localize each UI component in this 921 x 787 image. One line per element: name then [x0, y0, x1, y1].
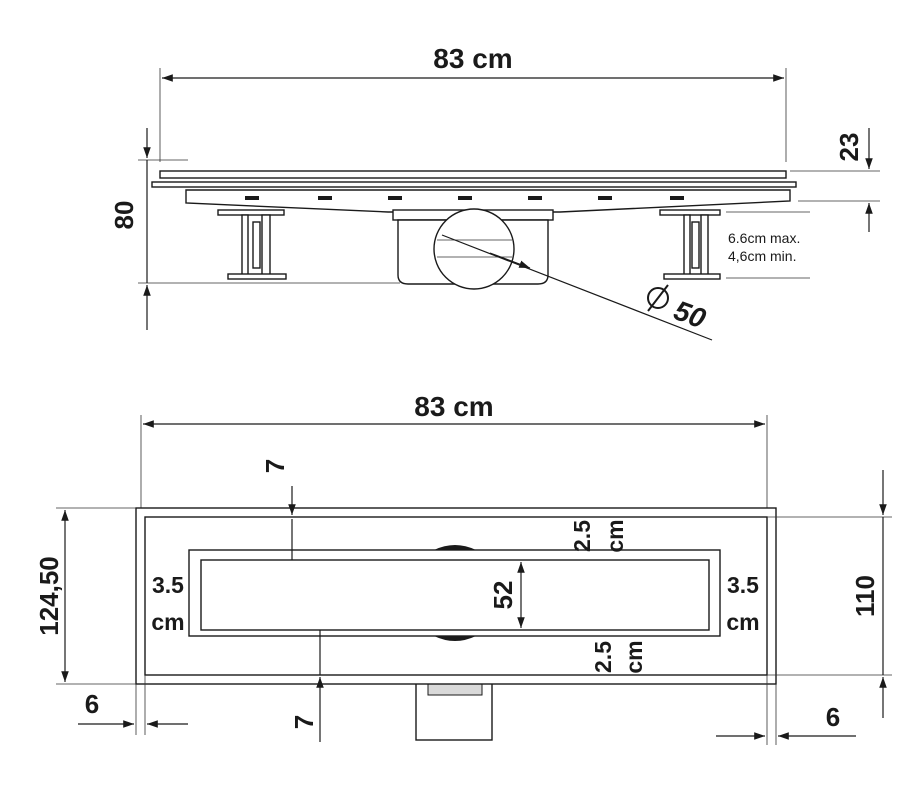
- right-margin-value: 3.5: [727, 572, 759, 598]
- left-margin-value: 3.5: [152, 572, 184, 598]
- top-view: 83 cm 7 7 52 3.5 cm 3.5 cm: [34, 391, 892, 745]
- leg-min-label: 4,6cm min.: [728, 248, 796, 264]
- right-margin-unit: cm: [726, 609, 759, 635]
- side-length-label: 83 cm: [433, 43, 512, 74]
- gap-top-label: 7: [260, 459, 290, 473]
- top-outlet: [415, 677, 493, 741]
- outlet-diameter-label: 50: [670, 295, 710, 335]
- inner-height-label: 110: [850, 575, 880, 617]
- top-offset-value: 2.5: [569, 520, 595, 552]
- outlet-diameter-leader: [441, 234, 713, 341]
- gap-bottom-label: 7: [289, 715, 319, 729]
- top-length-label: 83 cm: [414, 391, 493, 422]
- bottom-offset-unit: cm: [621, 640, 647, 673]
- grate-thickness-label: 23: [834, 133, 864, 162]
- outlet-pipe-circle: [433, 208, 515, 290]
- right-adjustable-leg: [659, 209, 721, 280]
- drain-flange: [151, 181, 797, 188]
- left-adjustable-leg: [217, 209, 287, 280]
- grate-plate: [159, 170, 787, 179]
- diameter-symbol-icon: [647, 284, 669, 312]
- left-edge-label: 6: [85, 689, 99, 719]
- height-label: 80: [109, 201, 139, 230]
- top-offset-unit: cm: [602, 519, 628, 552]
- leg-max-label: 6.6cm max.: [728, 230, 800, 246]
- side-view: 83 cm: [109, 43, 880, 341]
- bottom-offset-value: 2.5: [590, 641, 616, 673]
- outer-height-label: 124,50: [34, 556, 64, 636]
- drain-outlet: [392, 208, 554, 290]
- slot-inner: [200, 559, 710, 631]
- right-edge-label: 6: [826, 702, 840, 732]
- channel-bolts: [245, 196, 684, 200]
- slot-height-label: 52: [488, 581, 518, 610]
- left-margin-unit: cm: [151, 609, 184, 635]
- drain-channel: [185, 189, 791, 213]
